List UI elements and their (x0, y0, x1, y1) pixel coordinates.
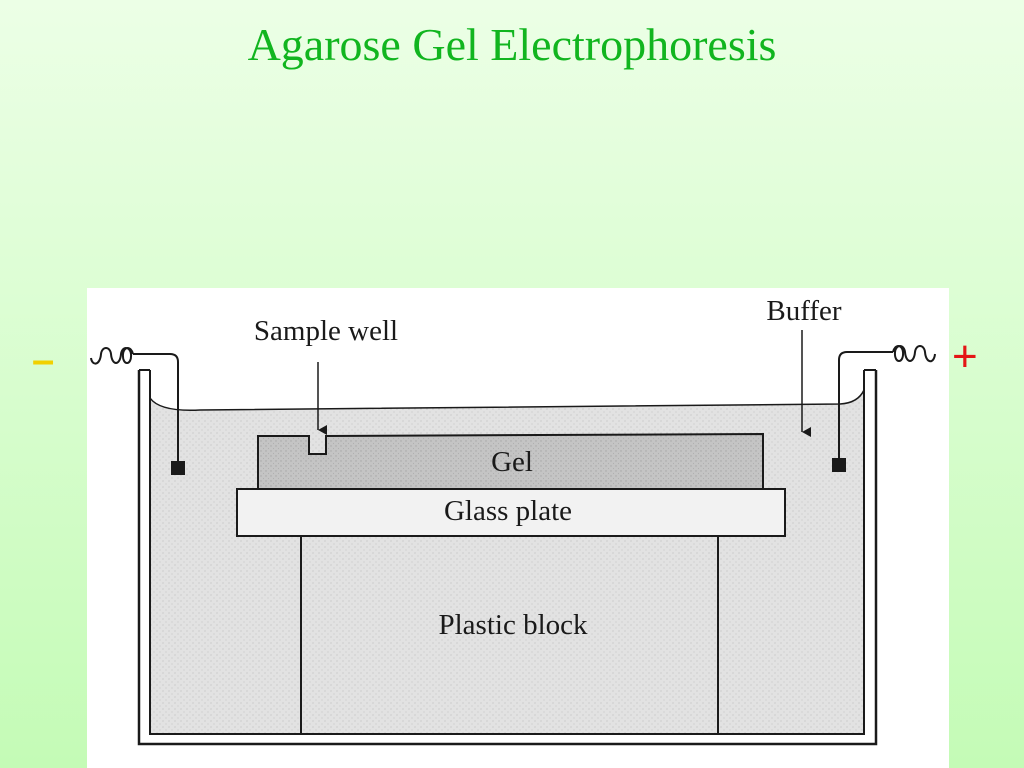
slide-title: Agarose Gel Electrophoresis (247, 19, 777, 70)
positive-electrode (832, 458, 846, 472)
negative-coil-icon (90, 347, 134, 365)
buffer-surface (149, 389, 865, 411)
sample-well-label: Sample well (254, 315, 398, 347)
negative-electrode (171, 461, 185, 475)
positive-terminal-sign: + (952, 332, 978, 381)
gel-slab (257, 432, 764, 490)
positive-electrode-wire (838, 351, 893, 461)
plastic-block (300, 535, 719, 735)
plastic-block-label: Plastic block (438, 609, 588, 641)
gel-label: Gel (491, 446, 533, 478)
negative-terminal-sign: – (32, 338, 55, 382)
buffer-label: Buffer (766, 295, 842, 327)
negative-electrode-wire (133, 353, 179, 468)
tank-wall (137, 370, 878, 746)
glass-plate (236, 488, 786, 537)
glass-plate-label: Glass plate (444, 495, 572, 527)
positive-coil-icon (892, 345, 936, 363)
